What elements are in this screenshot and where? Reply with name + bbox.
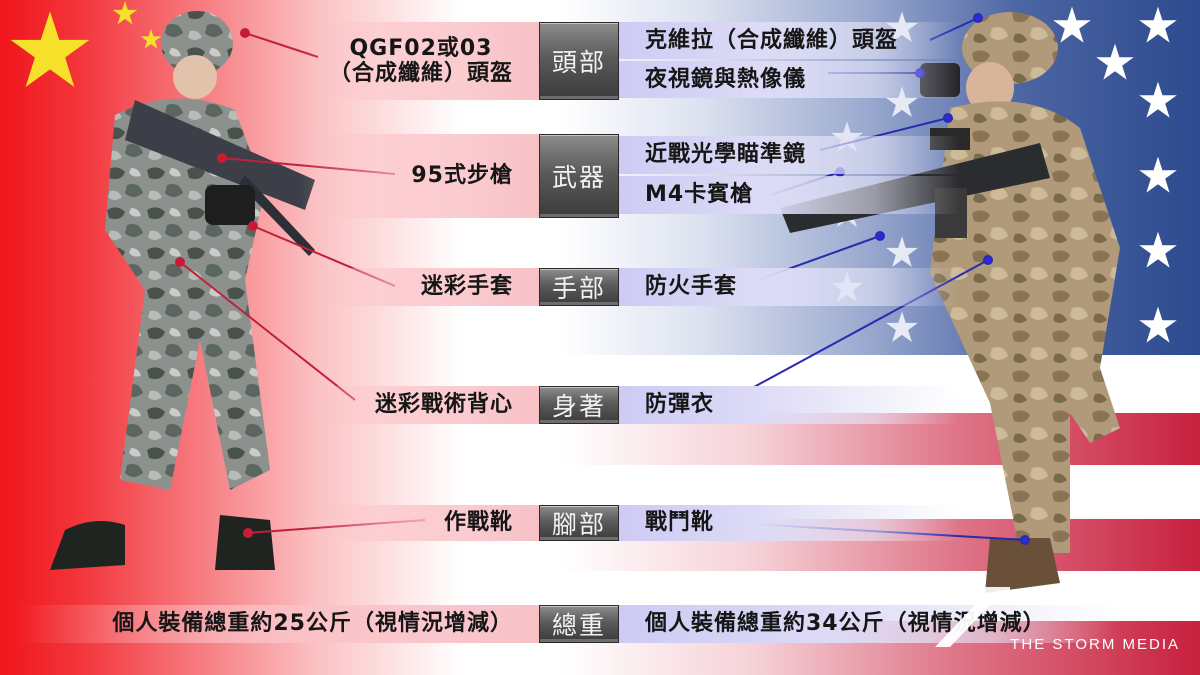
category-hands-badge: 手部 xyxy=(539,268,619,306)
us-hands-band: 防火手套 xyxy=(619,268,959,306)
cn-helmet-label-sub: （合成纖維）頭盔 xyxy=(328,61,513,86)
cn-rifle-label: 95式步槍 xyxy=(411,163,513,189)
us-rifle-label: M4卡賓槍 xyxy=(645,182,754,208)
cn-boots-label: 作戰靴 xyxy=(443,510,513,536)
cn-gloves-label: 迷彩手套 xyxy=(420,274,513,300)
watermark: THE STORM MEDIA xyxy=(1010,634,1180,653)
us-gloves-label: 防火手套 xyxy=(645,274,738,300)
cn-head-band: QGF02或03 （合成纖維）頭盔 xyxy=(300,22,539,100)
us-nvg-band: 夜視鏡與熱像儀 xyxy=(619,61,959,98)
cn-body-band: 迷彩戰術背心 xyxy=(300,386,539,424)
category-weight-badge: 總重 xyxy=(539,605,619,643)
us-rifle-band: M4卡賓槍 xyxy=(619,176,959,214)
us-helmet-label: 克維拉（合成纖維）頭盔 xyxy=(645,27,899,53)
us-feet-band: 戰鬥靴 xyxy=(619,505,959,541)
china-small-star-icon xyxy=(140,28,162,50)
category-head-badge: 頭部 xyxy=(539,22,619,100)
watermark-text: THE STORM MEDIA xyxy=(1010,636,1180,653)
cn-weapon-band: 95式步槍 xyxy=(300,134,539,218)
category-weapon-badge: 武器 xyxy=(539,134,619,218)
china-big-star-icon xyxy=(8,8,92,92)
us-optic-label: 近戰光學瞄準鏡 xyxy=(645,142,807,168)
cn-feet-band: 作戰靴 xyxy=(300,505,539,541)
pla-soldier-figure xyxy=(25,5,325,600)
cn-weight-band: 個人裝備總重約25公斤（視情況增減） xyxy=(20,605,539,643)
cn-vest-label: 迷彩戰術背心 xyxy=(374,392,513,418)
us-optic-band: 近戰光學瞄準鏡 xyxy=(619,136,959,174)
us-armor-label: 防彈衣 xyxy=(645,392,715,418)
china-small-star-icon xyxy=(112,0,138,26)
category-body-badge: 身著 xyxy=(539,386,619,424)
cn-weight-label: 個人裝備總重約25公斤（視情況增減） xyxy=(112,611,513,637)
us-body-band: 防彈衣 xyxy=(619,386,959,424)
us-head-band: 克維拉（合成纖維）頭盔 xyxy=(619,22,959,59)
us-nvg-label: 夜視鏡與熱像儀 xyxy=(645,66,807,92)
us-boots-label: 戰鬥靴 xyxy=(645,510,715,536)
cn-helmet-label: QGF02或03 xyxy=(349,35,493,61)
cn-hands-band: 迷彩手套 xyxy=(300,268,539,306)
storm-media-logo-icon xyxy=(935,587,1010,647)
category-feet-badge: 腳部 xyxy=(539,505,619,541)
